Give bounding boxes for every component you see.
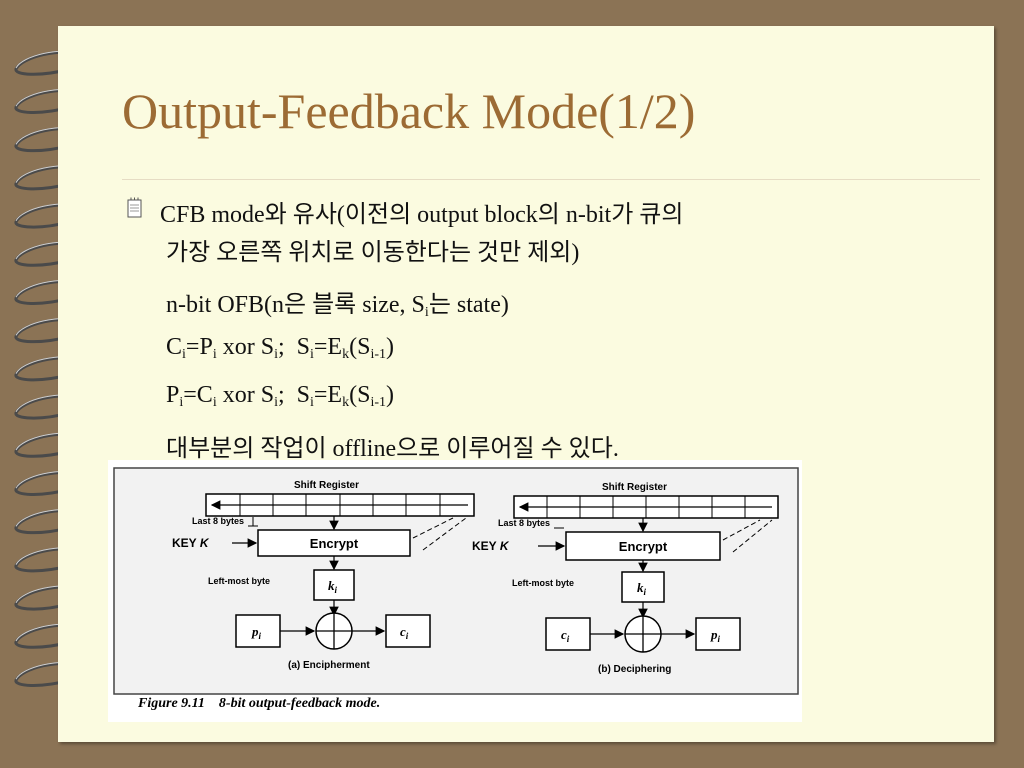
bullet-text-line-2: 가장 오른쪽 위치로 이동한다는 것만 제외) [166,240,580,266]
ki-label-b: ki [637,580,647,597]
encryption-formula: Ci=Pi xor Si; Si=Ek(Si-1) [166,334,395,362]
notepad-icon [126,197,144,225]
left-most-byte-b: Left-most byte [512,578,574,588]
decryption-formula: Pi=Ci xor Si; Si=Ek(Si-1) [166,382,395,410]
encipherment-panel: Shift Register Last 8 bytes KEY K Encryp… [172,480,475,671]
shift-register-label-a: Shift Register [294,480,359,491]
last-bytes-label-a: Last 8 bytes [192,516,244,526]
figure-caption: Figure 9.11 8-bit output-feedback mode. [137,696,380,711]
ki-label-a: ki [328,578,338,595]
pi-box-a [235,614,281,648]
last-bytes-label-b: Last 8 bytes [498,518,550,528]
offline-note: 대부분의 작업이 offline으로 이루어질 수 있다. [166,436,619,462]
ci-label-b: ci [561,627,570,644]
ofb-figure: Shift Register Last 8 bytes KEY K Encryp… [108,460,802,722]
deciphering-panel: Shift Register Last 8 bytes KEY K Encryp… [472,482,779,675]
pi-box-b [695,617,741,651]
ci-box-a [385,614,431,648]
bullet-text-line-1: CFB mode와 유사(이전의 output block의 n-bit가 큐의 [160,202,684,228]
caption-b: (b) Deciphering [598,664,671,675]
encrypt-box-a [257,529,411,557]
ci-label-a: ci [400,624,409,641]
caption-a: (a) Encipherment [288,660,370,671]
pi-label-b: pi [710,627,721,644]
encrypt-label-b: Encrypt [619,539,668,554]
title-divider [122,179,980,180]
left-most-byte-a: Left-most byte [208,576,270,586]
key-label-a: KEY K [172,536,210,550]
pi-label-a: pi [251,624,262,641]
ci-box-b [545,617,591,651]
key-label-b: KEY K [472,539,510,553]
slide-title: Output-Feedback Mode(1/2) [122,83,696,139]
ofb-diagram: Shift Register Last 8 bytes KEY K Encryp… [113,467,799,711]
ofb-definition: n-bit OFB(n은 블록 size, Si는 state) [166,292,509,320]
shift-register-label-b: Shift Register [602,482,667,493]
encrypt-label-a: Encrypt [310,536,359,551]
